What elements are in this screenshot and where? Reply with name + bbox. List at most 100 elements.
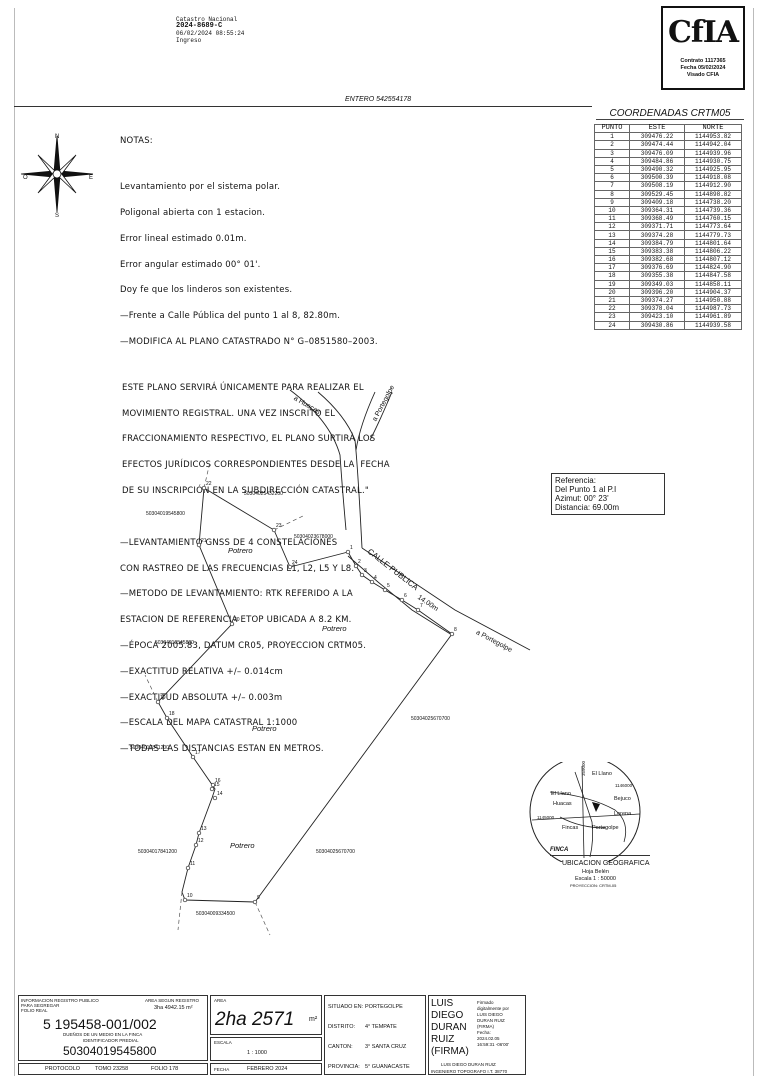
registro-title: INFORMACION REGISTRO PUBLICO PARA SEGREG… (21, 998, 99, 1013)
loc-hoja: Hoja Belén (582, 869, 609, 875)
survey-point-marker (287, 564, 293, 570)
survey-point-label: 7 (420, 603, 423, 609)
loc-place: El Llano (592, 771, 612, 777)
survey-point-label: 21 (201, 538, 207, 544)
identificador-value: 50304019545800 (63, 1044, 157, 1058)
cfia-contrato: Contrato 1117365 (680, 58, 726, 64)
survey-point-marker (252, 899, 258, 905)
cell-norte: 1144939.58 (684, 320, 742, 330)
cfia-seal: CfIA Contrato 1117365 Fecha 05/02/2024 V… (661, 6, 745, 90)
survey-point-marker (201, 485, 207, 491)
survey-point-label: 24 (292, 560, 298, 566)
note-line: DE SU INSCRIPCIÓN EN LA SUBDIRECCIÓN CAT… (122, 485, 369, 496)
escala-value: 1 : 1000 (247, 1050, 267, 1056)
compass-rose-icon (20, 135, 94, 213)
compass-east: E (89, 175, 94, 181)
survey-point-marker (193, 842, 199, 848)
note-line: MOVIMIENTO REGISTRAL. UNA VEZ INSCRITO E… (122, 408, 336, 419)
header-divider (14, 106, 592, 107)
stamp-line-4: Ingreso (176, 37, 202, 44)
location-marker-icon (592, 802, 600, 812)
note-line: Error angular estimado 00° 01'. (120, 259, 261, 270)
signature-box: LUIS DIEGO DURAN RUIZ (FIRMA) Firmado di… (428, 995, 526, 1075)
survey-point-label: 22 (206, 481, 212, 487)
neighbor-id: 50304019545800 (155, 640, 194, 646)
survey-point-label: 19 (160, 695, 166, 701)
stamp-line-2: 2024-8689-C (176, 22, 223, 30)
fecha-box: FECHA FEBRERO 2024 (210, 1063, 322, 1075)
survey-point-label: 13 (201, 826, 207, 832)
survey-point-marker (196, 830, 202, 836)
note-line: —ESCALA DEL MAPA CATASTRAL 1:1000 (120, 718, 298, 729)
survey-point-label: 8 (454, 627, 457, 633)
reference-title: Referencia: (555, 476, 596, 485)
note-line: —LEVANTAMIENTO GNSS DE 4 CONSTELACIONES (120, 537, 338, 548)
road-calle-edge-north (361, 547, 531, 651)
survey-point-marker (209, 786, 215, 792)
signer-footer-2: INGENIERO TOPOGRAFO I.T. 38770 (431, 1069, 508, 1074)
survey-point-label: 1 (350, 545, 353, 551)
escala-box: ESCALA 1 : 1000 (210, 1037, 322, 1061)
escala-label: ESCALA (214, 1040, 232, 1045)
road-portegolpe-north-edge-2 (369, 391, 393, 441)
survey-point-label: 23 (276, 523, 282, 529)
tomo-value: TOMO 23258 (95, 1066, 129, 1072)
neighbor-id: 50304009334500 (196, 911, 235, 917)
canton-label: CANTON: (328, 1044, 353, 1050)
fecha-label: FECHA (214, 1067, 230, 1072)
identificador-label: IDENTIFICADOR PREDIAL (83, 1038, 139, 1043)
cfia-visado: Visado CFIA (686, 72, 720, 78)
survey-point-marker (185, 865, 191, 871)
survey-point-label: 15 (214, 782, 220, 788)
catastro-stamp: Catastro Nacional 2024-8689-C 06/02/2024… (176, 16, 244, 44)
note-line: —ÉPOCA 2005.83, DATUM CR05, PROYECCION C… (120, 641, 367, 652)
signer-footer-1: LUIS DIEGO DURAN RUIZ (441, 1062, 496, 1067)
survey-point-label: 10 (187, 893, 193, 899)
neighbor-id: 50304025670700 (411, 716, 450, 722)
survey-point-label: 5 (387, 583, 390, 589)
distrito-value: 4° TEMPATE (365, 1024, 397, 1030)
survey-point-label: 9 (257, 895, 260, 901)
entero-number: ENTERO 542554178 (345, 96, 412, 103)
road-huacas-west-edge (289, 389, 347, 531)
area-box: AREA 2ha 2571 m² (210, 995, 322, 1035)
neighbor-id: 50304025432200 (244, 491, 283, 497)
survey-point-label: 16 (215, 778, 221, 784)
dash-extension (203, 461, 211, 489)
cfia-logo: CfIA (667, 15, 739, 50)
road-line (549, 791, 627, 843)
loc-finca-label: FINCA (550, 847, 569, 853)
compass-west: O (23, 175, 28, 181)
canton-value: 3° SANTA CRUZ (365, 1044, 407, 1050)
provincia-value: 5° GUANACASTE (365, 1064, 410, 1070)
dash-extension (144, 674, 159, 703)
folio-real: 5 195458-001/002 (43, 1016, 157, 1032)
loc-place: El Llano (551, 791, 571, 797)
survey-point-marker (190, 754, 196, 760)
dash-extension (254, 901, 271, 936)
loc-place: Lorena (614, 811, 632, 817)
survey-point-label: 18 (169, 711, 175, 717)
survey-point-marker (399, 597, 405, 603)
note-line: —TODAS LAS DISTANCIAS ESTAN EN METROS. (120, 744, 324, 755)
grid-line (581, 765, 585, 859)
note-line: —EXACTITUD ABSOLUTA +/– 0.003m (120, 692, 283, 703)
note-line: Poligonal abierta con 1 estacion. (120, 207, 266, 218)
note-line: Doy fe que los linderos son existentes. (120, 285, 293, 296)
area-unit: m² (309, 1016, 318, 1023)
survey-point-marker (229, 621, 235, 627)
potrero-label: Potrero (228, 546, 253, 555)
registro-box: INFORMACION REGISTRO PUBLICO PARA SEGREG… (18, 995, 208, 1061)
notes-title: NOTAS: (120, 136, 153, 147)
area-registro-label: AREA SEGUN REGISTRO (145, 998, 200, 1003)
survey-map (144, 389, 531, 936)
survey-point-marker (182, 897, 188, 903)
provincia-label: PROVINCIA: (328, 1064, 360, 1070)
road-huacas-east-edge (317, 391, 363, 549)
reference-box: Referencia: Del Punto 1 al P.I Azimut: 0… (551, 473, 665, 515)
dash-extension (273, 514, 306, 531)
